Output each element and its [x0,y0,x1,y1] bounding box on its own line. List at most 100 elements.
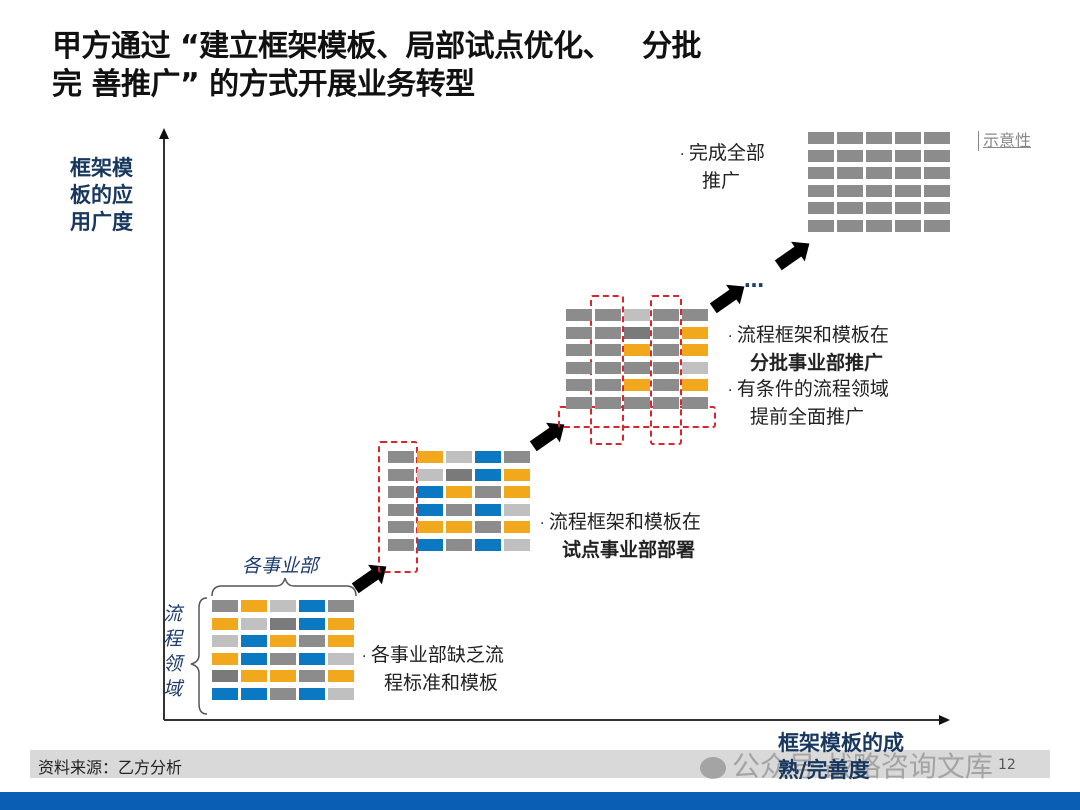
grid-cell [808,167,834,179]
grid-cell [212,670,238,682]
grid-cell [446,538,472,551]
grid-cell [504,503,530,516]
grid-cell [212,635,238,647]
grid-cell [328,687,354,700]
grid-cell [682,326,708,339]
grid-cell [566,344,592,356]
grid-cell [895,219,921,232]
page-number: 12 [998,757,1016,773]
grid-cell [212,652,238,665]
grid-cell [241,617,267,630]
grid-cell [808,184,834,197]
grid-cell [328,635,354,647]
grid-cell [837,184,863,197]
grid-cell [475,468,501,481]
grid-cell [566,379,592,391]
grid-cell [566,309,592,321]
grid-cell [808,132,834,144]
grid-cell [504,521,530,533]
grid-cell [388,538,414,551]
grid-cell [504,468,530,481]
grid-cell [446,486,472,498]
grid-cell [299,617,325,630]
grid-cell [446,451,472,463]
grid-cell [241,670,267,682]
slide-title: 甲方通过 “建立框架模板、局部试点优化、 分批 完 善推广” 的方式开展业务转型 [52,29,702,102]
stage-4-description: · 完成全部 推广 [680,142,765,192]
grid-cell [504,538,530,551]
grid-cell [924,132,950,144]
grid-cell [924,219,950,232]
grid-cell [328,670,354,682]
grid-cell [270,652,296,665]
y-axis-label: 框架模板的应用广度 [70,156,133,234]
grid-cell [924,184,950,197]
grid-cell [624,309,650,321]
grid-cell [653,309,679,321]
grid-cell [388,451,414,463]
grid-cell [808,202,834,214]
grid-cell [624,326,650,339]
grid-cell [595,361,621,374]
grid-cell [417,538,443,551]
grid-cell [595,326,621,339]
grid-cell [388,486,414,498]
grid-cell [299,600,325,612]
grid-cell [924,202,950,214]
grid-cell [241,652,267,665]
grid-cell [566,361,592,374]
grid-cell [504,486,530,498]
domain-highlight-box [558,406,716,428]
grid-cell [653,361,679,374]
grid-cell [653,344,679,356]
grid-cell [866,132,892,144]
grid-cell [895,167,921,179]
grid-cell [446,468,472,481]
grid-cell [924,167,950,179]
grid-cell [595,379,621,391]
grid-cell [417,503,443,516]
grid-cell [682,379,708,391]
grid-cell [417,468,443,481]
grid-cell [417,486,443,498]
grid-cell [475,451,501,463]
grid-cell [837,219,863,232]
grid-cell [866,202,892,214]
stage-4-grid [808,132,950,232]
watermark: 公众号·战略咨询文库 [700,745,993,785]
grid-cell [837,132,863,144]
process-domain-label: 流程领域 [163,603,183,700]
grid-cell [241,635,267,647]
grid-cell [682,344,708,356]
grid-cell [866,184,892,197]
grid-cell [446,521,472,533]
grid-cell [566,396,592,409]
x-axis-label: 框架模板的成熟/完善度 [778,731,904,782]
grid-cell [837,167,863,179]
stage-3-description: · 流程框架和模板在 分批事业部推广 · 有条件的流程领域 提前全面推广 [728,324,889,428]
grid-cell [895,149,921,162]
grid-cell [299,635,325,647]
grid-cell [682,361,708,374]
grid-cell [837,149,863,162]
grid-cell [270,600,296,612]
grid-cell [328,600,354,612]
grid-cell [653,379,679,391]
grid-cell [270,670,296,682]
grid-cell [475,538,501,551]
grid-cell [624,344,650,356]
grid-cell [299,652,325,665]
grid-cell [446,503,472,516]
grid-cell [866,149,892,162]
batch-highlight-box-2 [650,295,682,445]
illustrative-note: 示意性 [978,131,1031,151]
grid-cell [808,149,834,162]
grid-cell [417,521,443,533]
grid-cell [270,687,296,700]
grid-cell [504,451,530,463]
grid-cell [388,503,414,516]
wechat-icon [700,757,726,779]
grid-cell [388,521,414,533]
grid-cell [866,219,892,232]
